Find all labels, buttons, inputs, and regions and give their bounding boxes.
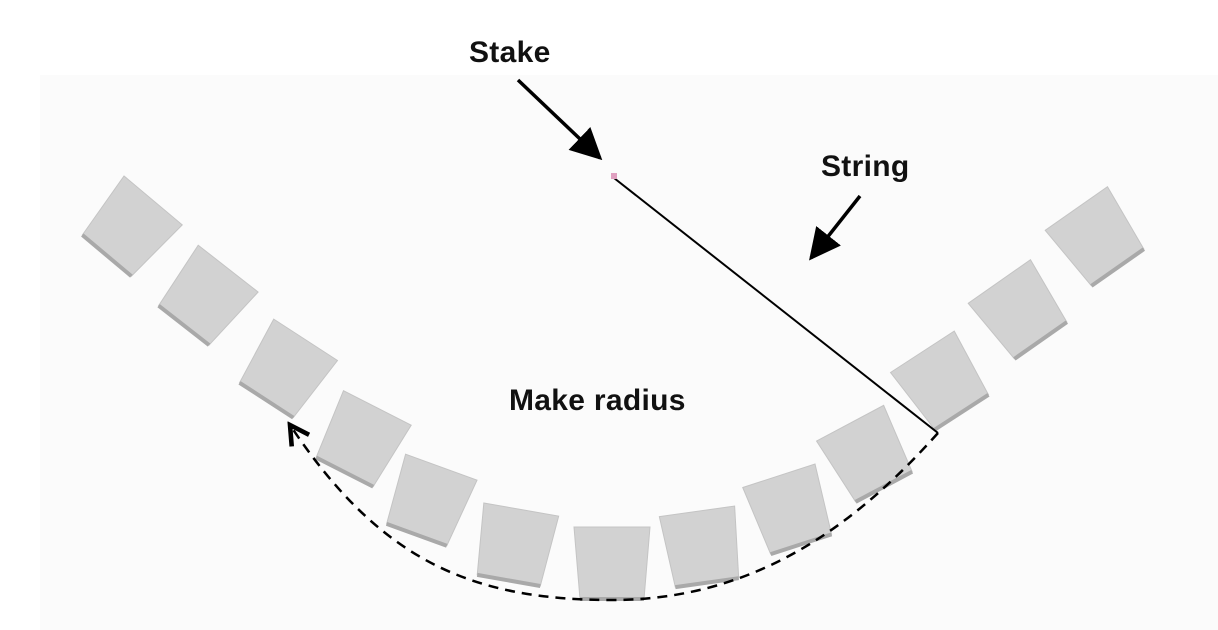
paver-block bbox=[476, 502, 560, 588]
paver-block bbox=[315, 389, 412, 489]
paver-block bbox=[81, 175, 183, 278]
stake-arrow bbox=[516, 78, 603, 161]
paver-block bbox=[238, 318, 339, 420]
paver-block bbox=[1044, 185, 1146, 288]
stake-point bbox=[611, 173, 617, 179]
paver-block bbox=[573, 526, 651, 601]
paver-block bbox=[967, 258, 1069, 361]
paver-block bbox=[742, 463, 833, 557]
paver-block bbox=[385, 453, 478, 548]
paver-block bbox=[815, 404, 914, 504]
string-label: String bbox=[821, 150, 910, 183]
paver-block bbox=[889, 330, 990, 432]
radius-dashed-curve bbox=[290, 425, 939, 602]
paver-block bbox=[658, 505, 740, 590]
stake-label: Stake bbox=[469, 36, 551, 69]
string-arrow bbox=[809, 194, 862, 261]
make-radius-label: Make radius bbox=[509, 384, 686, 417]
string-line bbox=[613, 177, 939, 434]
paver-block bbox=[157, 244, 259, 347]
paver-blocks bbox=[81, 175, 1146, 601]
